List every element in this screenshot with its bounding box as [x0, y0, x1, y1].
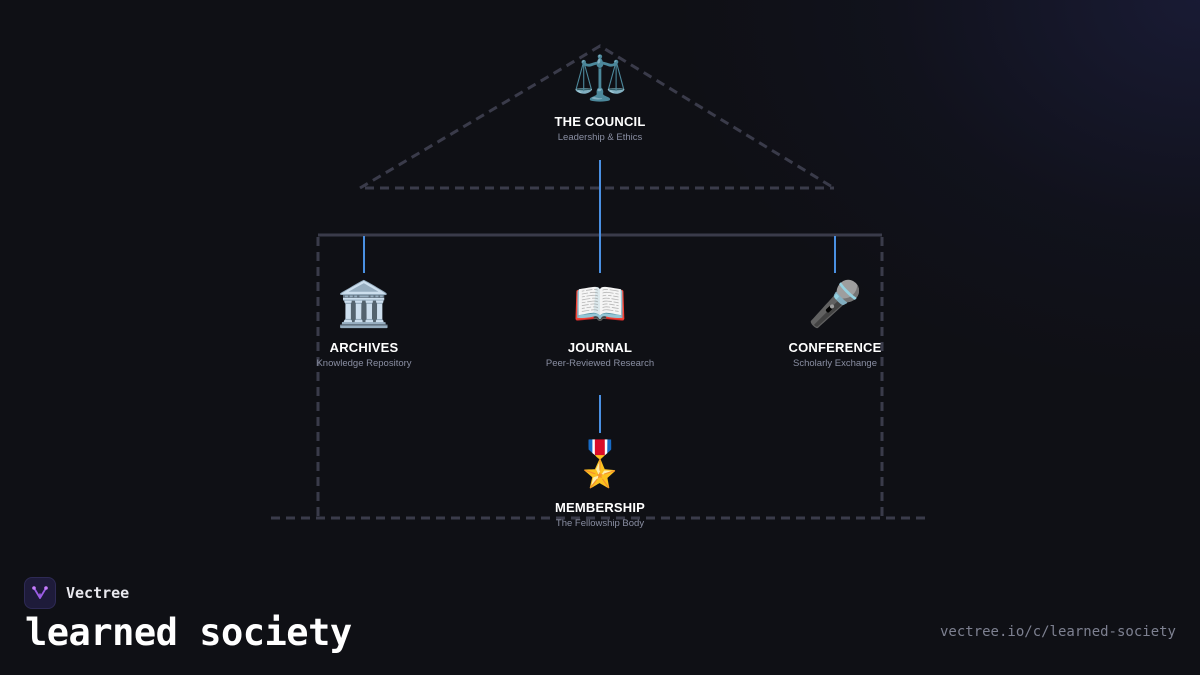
node-title: ARCHIVES: [329, 340, 399, 355]
brand[interactable]: Vectree: [24, 577, 129, 609]
classical-building-icon: 🏛️: [336, 279, 392, 330]
roof-outline: [359, 44, 835, 190]
node-subtitle: Leadership & Ethics: [557, 132, 643, 143]
microphone-icon: 🎤: [807, 279, 863, 330]
node-membership: 🎖️ MEMBERSHIP The Fellowship Body: [490, 440, 710, 530]
node-title: CONFERENCE: [788, 340, 882, 355]
node-title: MEMBERSHIP: [554, 500, 646, 515]
node-subtitle: Knowledge Repository: [316, 358, 412, 369]
page-title: learned society: [25, 611, 352, 654]
node-council: ⚖️ THE COUNCIL Leadership & Ethics: [490, 54, 710, 144]
vectree-logo-icon: [24, 577, 56, 609]
node-subtitle: Scholarly Exchange: [793, 358, 877, 369]
node-journal: 📖 JOURNAL Peer-Reviewed Research: [490, 280, 710, 370]
military-medal-icon: 🎖️: [572, 439, 628, 490]
open-book-icon: 📖: [572, 279, 628, 330]
page-url[interactable]: vectree.io/c/learned-society: [939, 624, 1176, 640]
brand-name: Vectree: [66, 584, 130, 602]
node-conference: 🎤 CONFERENCE Scholarly Exchange: [725, 280, 945, 370]
node-archives: 🏛️ ARCHIVES Knowledge Repository: [254, 280, 474, 370]
node-subtitle: Peer-Reviewed Research: [545, 358, 655, 369]
node-title: JOURNAL: [567, 340, 633, 355]
node-subtitle: The Fellowship Body: [555, 518, 645, 529]
scales-icon: ⚖️: [572, 53, 628, 104]
node-title: THE COUNCIL: [554, 114, 646, 129]
